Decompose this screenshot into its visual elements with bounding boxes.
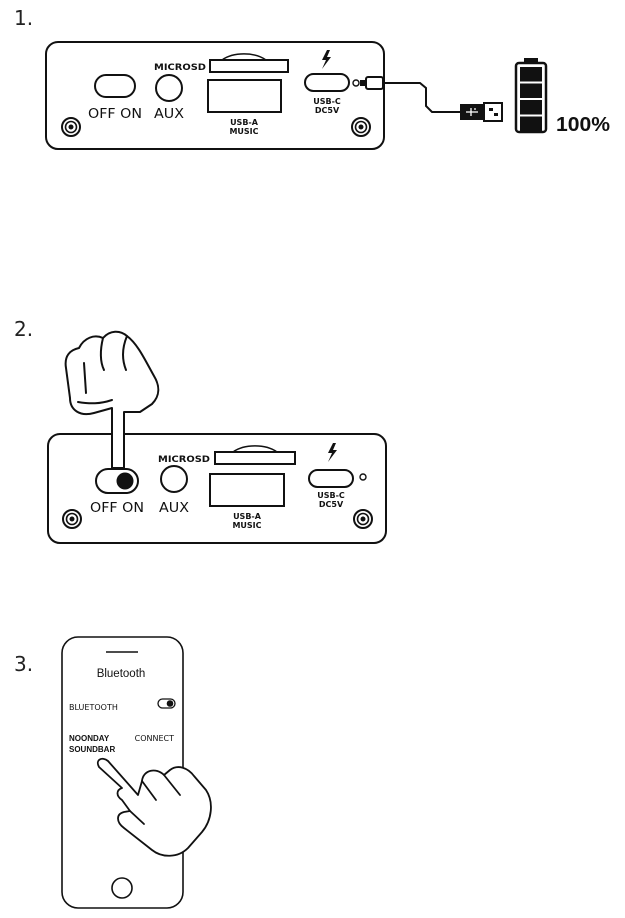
usb-a-sub-label: MUSIC xyxy=(232,521,261,530)
step-1-device-panel: OFF ON MICROSD AUX USB-A MUSIC USB-C DC5… xyxy=(45,41,385,150)
usb-c-port[interactable] xyxy=(304,73,350,92)
screw-icon xyxy=(62,509,82,529)
step-1-number: 1. xyxy=(14,6,34,30)
aux-label: AUX xyxy=(154,107,184,122)
usb-c-port[interactable] xyxy=(308,469,354,488)
usb-cable xyxy=(360,76,503,122)
usb-a-label: USB-A xyxy=(233,512,262,521)
microsd-slot[interactable] xyxy=(209,59,289,73)
power-switch-label: OFF ON xyxy=(88,107,142,122)
usb-c-label: USB-C xyxy=(313,97,341,106)
microsd-label: MICROSD xyxy=(154,63,206,73)
battery-fill xyxy=(520,67,542,131)
led-indicator xyxy=(359,473,367,481)
screw-icon xyxy=(61,117,81,137)
aux-label: AUX xyxy=(159,501,189,516)
home-button[interactable] xyxy=(111,877,133,899)
step-2-device-panel: OFF ON MICROSD AUX USB-A MUSIC USB-C DC5… xyxy=(47,433,387,544)
usb-a-port[interactable] xyxy=(209,473,285,507)
lightning-icon xyxy=(328,443,337,462)
power-switch-knob xyxy=(116,472,134,490)
battery-segment xyxy=(520,83,542,98)
aux-port[interactable] xyxy=(155,74,183,102)
battery-segment xyxy=(520,67,542,82)
usb-c-sub-label: DC5V xyxy=(315,106,340,115)
usb-a-port[interactable] xyxy=(207,79,282,113)
pointing-hand-icon xyxy=(64,330,160,469)
led-indicator xyxy=(352,79,360,87)
usb-c-label: USB-C xyxy=(317,491,345,500)
screw-icon xyxy=(353,509,373,529)
step-2-number: 2. xyxy=(14,317,34,341)
microsd-slot[interactable] xyxy=(214,451,296,465)
device-list-item[interactable]: NOONDAY SOUNDBAR CONNECT xyxy=(69,734,174,754)
microsd-label: MICROSD xyxy=(158,455,210,465)
battery-percent-text: 100% xyxy=(556,114,610,136)
bluetooth-screen-title: Bluetooth xyxy=(97,668,146,680)
battery-icon xyxy=(514,58,548,134)
bluetooth-toggle-label: BLUETOOTH xyxy=(69,703,118,712)
usb-a-sub-label: MUSIC xyxy=(229,127,258,136)
battery-segment xyxy=(520,100,542,115)
battery-segment xyxy=(520,116,542,131)
device-name-line2: SOUNDBAR xyxy=(69,745,115,754)
usb-c-sub-label: DC5V xyxy=(319,500,344,509)
aux-port[interactable] xyxy=(160,465,188,493)
power-switch-label: OFF ON xyxy=(90,501,144,516)
power-switch[interactable] xyxy=(94,74,136,98)
step-3-number: 3. xyxy=(14,652,34,676)
bluetooth-toggle[interactable] xyxy=(157,698,176,709)
lightning-icon xyxy=(322,50,331,69)
tapping-hand-icon xyxy=(96,757,212,857)
device-name: NOONDAY xyxy=(69,734,110,743)
usb-a-label: USB-A xyxy=(230,118,259,127)
screw-icon xyxy=(351,117,371,137)
connect-button[interactable]: CONNECT xyxy=(135,734,174,743)
